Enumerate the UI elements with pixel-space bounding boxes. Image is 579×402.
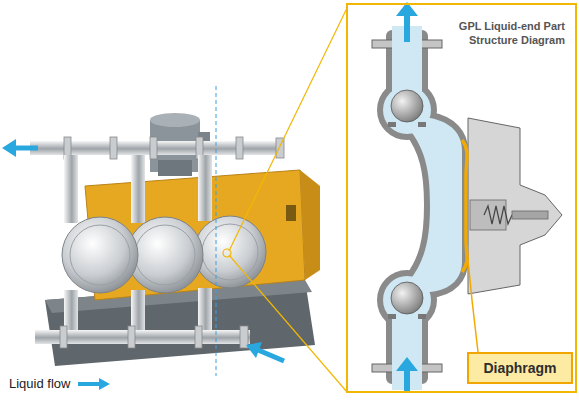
callout-line bbox=[229, 8, 347, 251]
pump-chamber bbox=[395, 118, 462, 292]
pipe-flange bbox=[240, 326, 248, 348]
legend-text: Liquid flow bbox=[9, 376, 70, 392]
housing-side bbox=[300, 170, 320, 280]
riser-pipe bbox=[64, 155, 78, 223]
check-ball bbox=[391, 282, 423, 314]
legend-arrow-head bbox=[99, 378, 110, 390]
pipe-flange bbox=[60, 326, 67, 348]
valve-seat bbox=[418, 314, 426, 319]
flow-arrow-shaft bbox=[404, 370, 410, 392]
head-rim bbox=[135, 225, 195, 285]
flow-arrow-head bbox=[396, 357, 418, 371]
callout-line bbox=[229, 255, 347, 392]
riser-pipe bbox=[198, 155, 212, 221]
pump-head bbox=[62, 217, 138, 293]
drive-housing bbox=[468, 118, 562, 294]
pipe-flange bbox=[150, 137, 157, 159]
pump-head bbox=[194, 216, 266, 288]
push-rod bbox=[512, 211, 548, 219]
callout-box: GPL Liquid-end Part Structure DiagramDia… bbox=[346, 3, 577, 393]
diaphragm bbox=[462, 140, 467, 272]
diagram-heading: GPL Liquid-end Part Structure Diagram bbox=[433, 19, 565, 47]
check-ball bbox=[391, 90, 423, 122]
pipe-flange bbox=[195, 326, 202, 348]
pipe-flange bbox=[110, 137, 117, 159]
valve-seat bbox=[418, 122, 426, 127]
housing-window bbox=[286, 205, 296, 221]
valve-seat bbox=[388, 122, 396, 127]
leader-line bbox=[467, 250, 478, 352]
valve-seat bbox=[388, 314, 396, 319]
pump-base bbox=[45, 280, 315, 366]
motor-flange bbox=[158, 160, 192, 176]
flow-arrow-shaft bbox=[258, 350, 284, 361]
flow-arrow-head bbox=[246, 342, 262, 358]
section-line bbox=[216, 86, 217, 376]
chamber-wall bbox=[395, 118, 462, 292]
fluid-path bbox=[383, 26, 462, 390]
legend-arrow bbox=[77, 378, 111, 390]
legend-arrow-shaft bbox=[78, 382, 101, 386]
pipe-flange bbox=[236, 137, 243, 159]
flow-arrow-shaft bbox=[404, 14, 410, 42]
head-rim bbox=[70, 225, 130, 285]
head-rim bbox=[202, 224, 258, 280]
diaphragm-holder bbox=[470, 200, 506, 230]
flow-arrow-head bbox=[2, 139, 16, 157]
spring bbox=[484, 206, 512, 224]
part-label: Diaphragm bbox=[469, 359, 571, 377]
callout-point bbox=[223, 249, 231, 257]
motor-top bbox=[150, 113, 200, 127]
label-box: Diaphragm bbox=[467, 352, 573, 384]
riser-pipe bbox=[131, 155, 145, 223]
pipe-flange bbox=[128, 326, 135, 348]
flow-arrow-shaft bbox=[14, 146, 38, 151]
legend-row: Liquid flow bbox=[9, 376, 111, 392]
